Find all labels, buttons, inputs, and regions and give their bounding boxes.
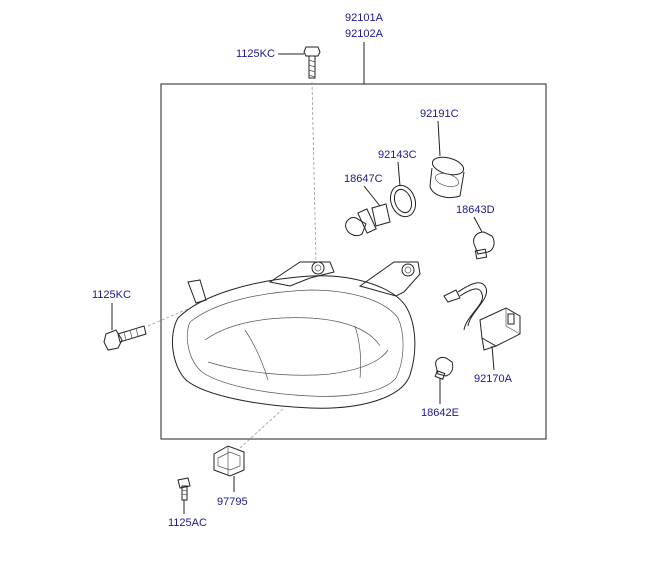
bolt-side-part[interactable]: [103, 325, 147, 351]
turn-bulb-leader: [473, 216, 483, 233]
assembly-frame: [160, 83, 547, 440]
label-bracket[interactable]: 97795: [217, 496, 248, 508]
headlamp-bulb-leader: [363, 185, 381, 207]
label-headlamp-assy-rh[interactable]: 92102A: [345, 28, 383, 40]
label-bolt-side[interactable]: 1125KC: [92, 289, 131, 301]
ring-leader: [397, 161, 401, 187]
label-socket-wiring[interactable]: 92170A: [474, 373, 512, 385]
turn-bulb-part[interactable]: [473, 231, 495, 260]
bolt-top-dash: [311, 81, 317, 263]
label-ring[interactable]: 92143C: [378, 149, 417, 161]
socket-wiring-leader: [491, 345, 495, 371]
bracket-part[interactable]: [213, 445, 245, 477]
label-bolt-bottom[interactable]: 1125AC: [168, 517, 207, 529]
label-headlamp-bulb[interactable]: 18647C: [344, 173, 383, 185]
dust-cap-leader: [437, 120, 441, 157]
headlamp-body[interactable]: [172, 261, 421, 409]
label-position-bulb[interactable]: 18642E: [421, 407, 459, 419]
dust-cap-part[interactable]: [429, 154, 466, 199]
socket-wiring-part[interactable]: [443, 282, 521, 351]
bracket-dash: [239, 407, 285, 449]
label-bolt-top[interactable]: 1125KC: [236, 48, 275, 60]
bolt-side-dash: [147, 307, 191, 327]
bolt-top-part[interactable]: [303, 46, 321, 79]
ring-part[interactable]: [386, 182, 419, 220]
label-turn-bulb[interactable]: 18643D: [456, 204, 495, 216]
position-bulb-part[interactable]: [434, 357, 454, 380]
headlamp-bulb-part[interactable]: [345, 203, 391, 237]
label-dust-cap[interactable]: 92191C: [420, 108, 459, 120]
label-headlamp-assy-lh[interactable]: 92101A: [345, 12, 383, 24]
bolt-bottom-part[interactable]: [177, 477, 191, 501]
